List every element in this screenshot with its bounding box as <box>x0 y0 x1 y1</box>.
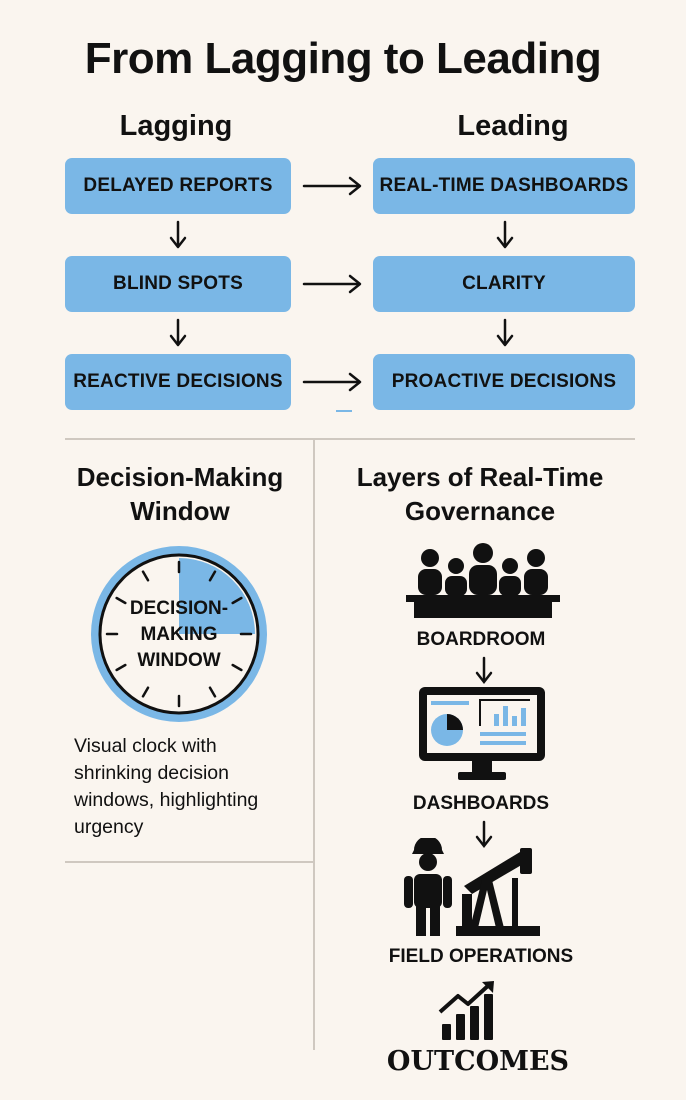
leading-box-clarity: CLARITY <box>373 256 635 312</box>
governance-title: Layers of Real-Time Governance <box>330 460 630 528</box>
down-arrow-icon <box>496 220 514 249</box>
clock-tick <box>141 686 150 698</box>
layer-label-dashboards: DASHBOARDS <box>412 793 550 814</box>
decision-window-description: Visual clock with shrinking decision win… <box>74 733 309 841</box>
growth-chart-icon <box>438 981 494 1040</box>
boardroom-icon <box>406 543 560 618</box>
governance-title-line1: Layers of Real-Time <box>356 462 604 492</box>
down-arrow-icon <box>169 220 187 249</box>
left-bottom-divider <box>65 861 313 863</box>
lagging-heading: Lagging <box>119 110 233 142</box>
decision-window-title-line2: Window <box>130 496 230 526</box>
clock-tick <box>208 686 217 698</box>
layer-label-field-operations: FIELD OPERATIONS <box>388 946 574 967</box>
description-line1: Visual clock with <box>74 735 217 757</box>
dashboard-monitor-icon <box>419 687 545 780</box>
right-arrow-icon <box>302 274 362 294</box>
down-arrow-icon <box>496 318 514 347</box>
down-arrow-icon <box>475 820 493 849</box>
clock-label-line3: WINDOW <box>137 650 221 671</box>
clock-tick <box>141 570 150 582</box>
clock-label-line2: MAKING <box>140 624 218 645</box>
horizontal-divider <box>65 438 635 440</box>
decision-window-title: Decision-Making Window <box>55 460 305 528</box>
vertical-divider <box>313 440 315 1050</box>
description-line3: windows, highlighting <box>74 789 259 811</box>
clock-tick <box>231 663 243 672</box>
clock-tick <box>231 596 243 605</box>
governance-title-line2: Governance <box>404 496 556 526</box>
description-line2: shrinking decision <box>74 762 230 784</box>
leading-box-proactive-decisions: PROACTIVE DECISIONS <box>373 354 635 410</box>
right-arrow-icon <box>302 372 362 392</box>
clock-label: DECISION- MAKING WINDOW <box>86 596 272 674</box>
layer-label-boardroom: BOARDROOM <box>416 629 546 650</box>
clock-tick <box>115 663 127 672</box>
lagging-box-delayed-reports: DELAYED REPORTS <box>65 158 291 214</box>
down-arrow-icon <box>475 656 493 685</box>
decision-window-title-line1: Decision-Making <box>76 462 284 492</box>
lagging-box-blind-spots: BLIND SPOTS <box>65 256 291 312</box>
page-title: From Lagging to Leading <box>84 34 602 83</box>
leading-box-real-time-dashboards: REAL-TIME DASHBOARDS <box>373 158 635 214</box>
clock-icon <box>91 546 267 722</box>
worker-oil-pump-icon <box>404 838 540 936</box>
right-arrow-icon <box>302 176 362 196</box>
flow-arrows <box>169 176 514 412</box>
clock-label-line1: DECISION- <box>129 598 229 619</box>
lagging-box-reactive-decisions: REACTIVE DECISIONS <box>65 354 291 410</box>
clock-tick <box>115 596 127 605</box>
clock-tick <box>208 570 217 582</box>
description-line4: urgency <box>74 816 144 838</box>
down-arrow-icon <box>169 318 187 347</box>
layer-label-outcomes: OUTCOMES <box>386 1046 570 1077</box>
leading-heading: Leading <box>457 110 569 142</box>
